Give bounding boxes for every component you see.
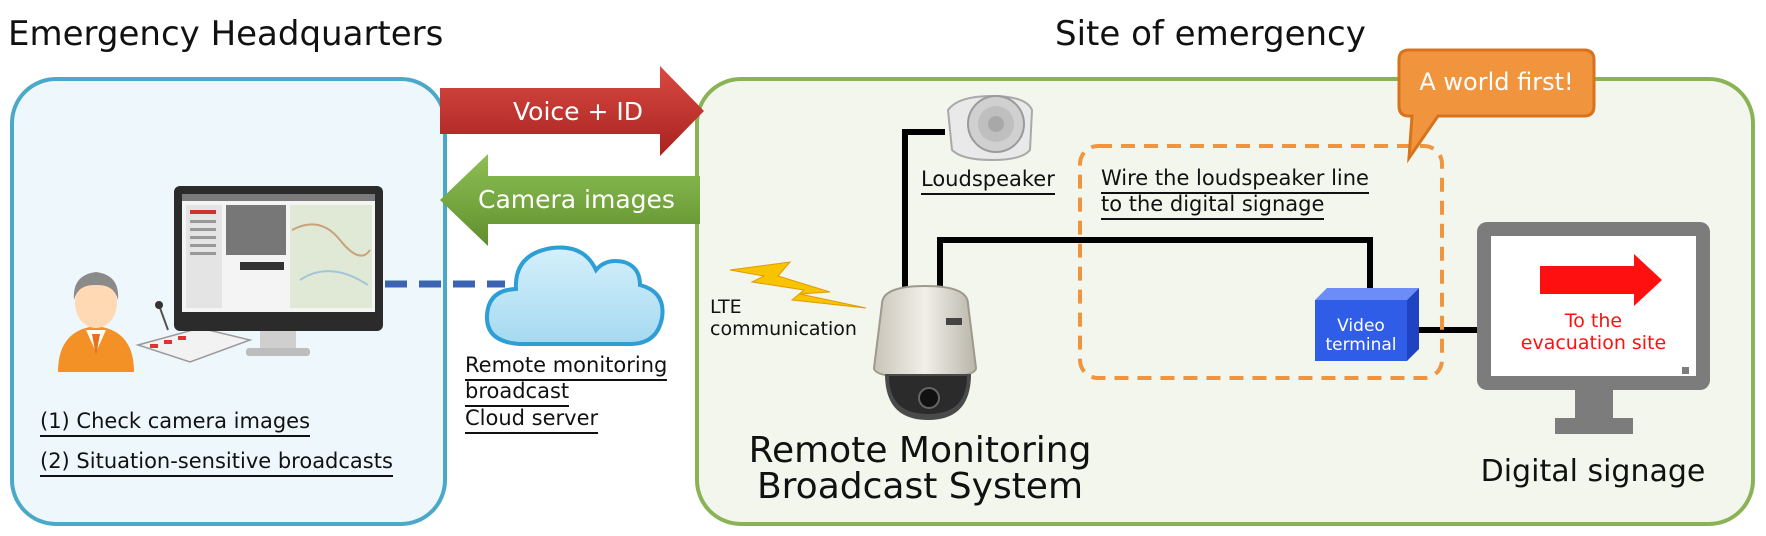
signage-text-line1: To the (1564, 310, 1623, 332)
wiring (902, 129, 1482, 333)
digital-signage-label: Digital signage (1480, 454, 1706, 489)
system-label-line1: Remote Monitoring (748, 430, 1092, 471)
video-terminal-label-line2: terminal (1325, 335, 1397, 355)
broadcast-console-icon (135, 301, 253, 363)
callout-text: A world first! (1419, 68, 1574, 96)
task-check-camera: (1) Check camera images (40, 409, 311, 437)
wire-note-line1: Wire the loudspeaker line (1101, 166, 1369, 194)
dome-camera-icon (872, 284, 978, 420)
operator-icon (58, 272, 134, 372)
lte-label-line2: communication (710, 318, 857, 340)
video-terminal-icon (1315, 288, 1419, 361)
lightning-icon (729, 261, 867, 309)
lte-label-line1: LTE (710, 296, 742, 318)
voice-id-label: Voice + ID (513, 97, 643, 126)
site-heading: Site of emergency (1055, 14, 1366, 54)
loudspeaker-icon (946, 94, 1034, 162)
cloud-label-line1: Remote monitoring (465, 353, 668, 381)
video-terminal-label-line1: Video (1337, 316, 1385, 336)
monitor-icon (174, 186, 383, 356)
digital-signage-icon (1477, 222, 1710, 434)
task-broadcast: (2) Situation-sensitive broadcasts (40, 449, 393, 477)
loudspeaker-label: Loudspeaker (921, 167, 1055, 195)
cloud-label-line3: Cloud server (465, 406, 599, 434)
wiring-highlight-box (1078, 144, 1444, 380)
system-label-line2: Broadcast System (756, 466, 1084, 507)
cloud-icon (484, 245, 665, 346)
camera-images-label: Camera images (478, 185, 675, 214)
signage-text-line2: evacuation site (1520, 332, 1667, 354)
wire-note-line2: to the digital signage (1101, 192, 1325, 220)
cloud-label-line2: broadcast (465, 379, 570, 407)
world-first-callout (1397, 48, 1596, 164)
voice-id-arrow (440, 66, 704, 156)
headquarters-heading: Emergency Headquarters (8, 14, 444, 54)
camera-images-arrow (440, 154, 700, 246)
